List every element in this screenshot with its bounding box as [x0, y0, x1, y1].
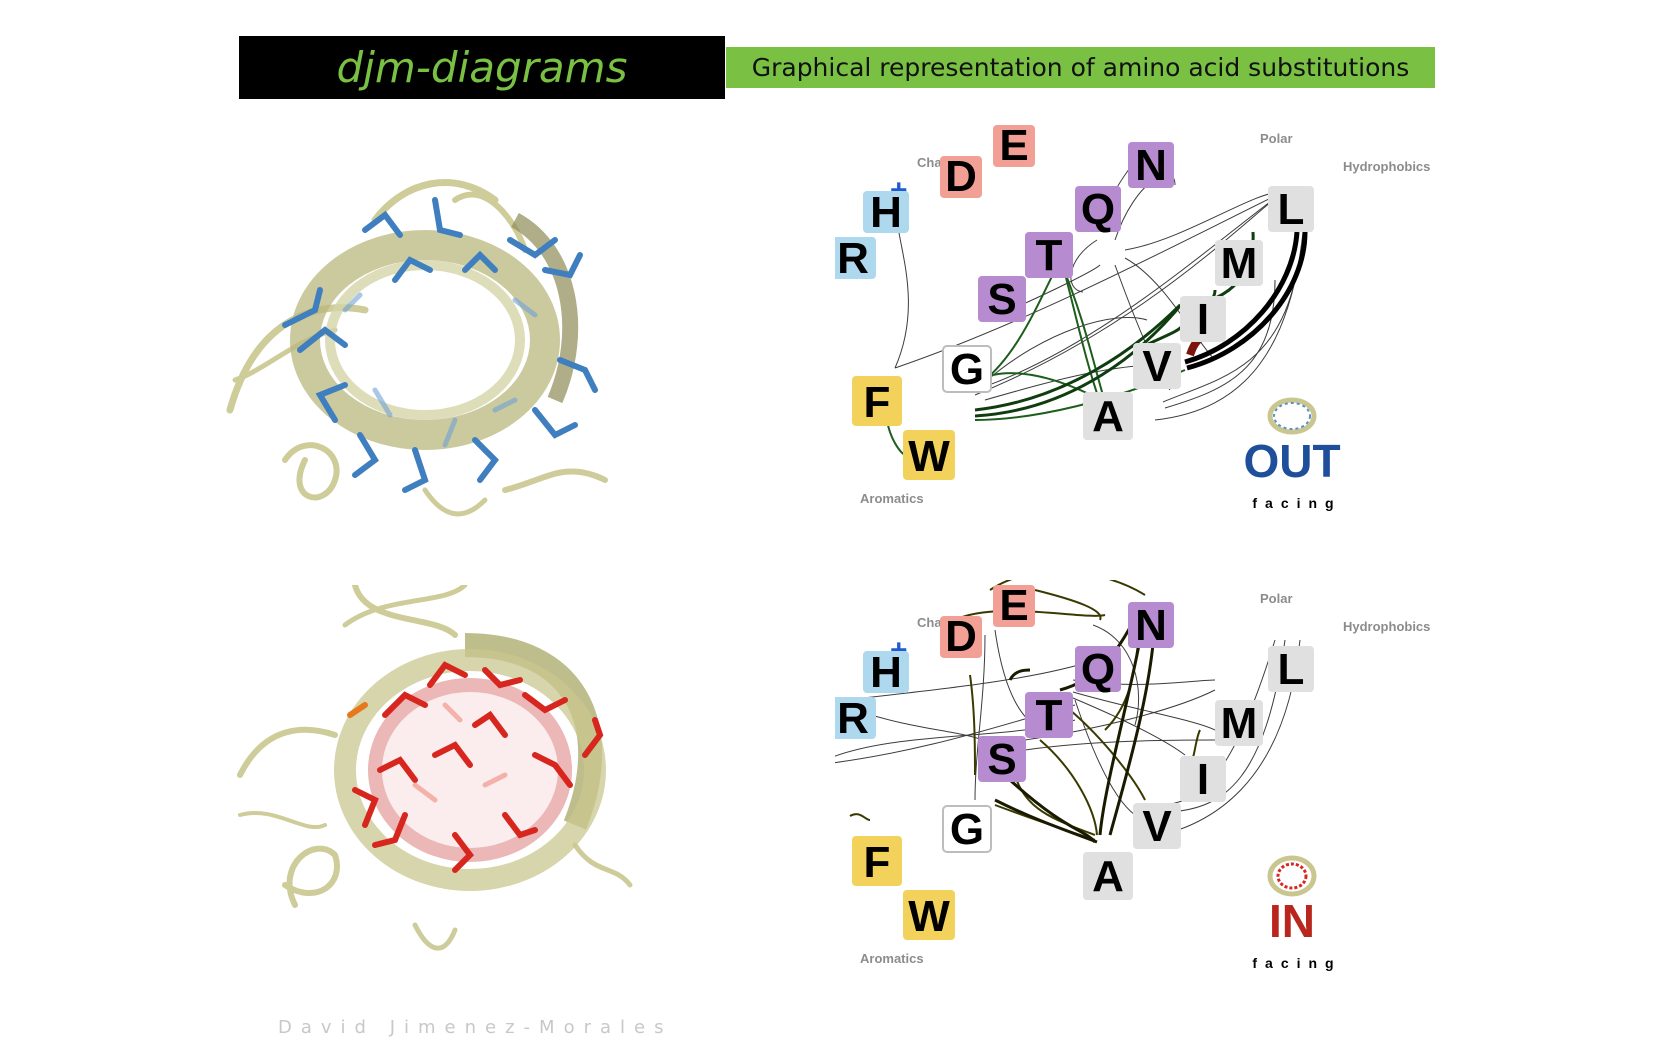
node-N: N — [1128, 601, 1174, 650]
svg-text:F: F — [864, 838, 891, 887]
node-A: A — [1083, 852, 1133, 901]
node-I: I — [1180, 755, 1226, 804]
svg-text:R: R — [837, 234, 869, 283]
node-W: W — [903, 430, 955, 481]
node-M: M — [1215, 699, 1263, 748]
substitution-network-out: Charged Polar Hydrophobics Aromatics + − — [835, 121, 1430, 511]
node-L: L — [1268, 645, 1314, 694]
svg-text:M: M — [1221, 699, 1258, 748]
heavy-edges — [1184, 231, 1308, 371]
svg-text:R: R — [837, 694, 869, 743]
node-R: R — [835, 234, 876, 283]
substitution-network-in: Charged Polar Hydrophobics Aromatics + − — [835, 580, 1430, 971]
svg-text:T: T — [1036, 691, 1063, 740]
label-aromatics: Aromatics — [860, 491, 924, 506]
svg-text:A: A — [1092, 392, 1124, 441]
svg-text:N: N — [1135, 601, 1167, 650]
app-title: djm-diagrams — [239, 36, 725, 99]
svg-text:G: G — [950, 345, 984, 394]
node-G: G — [942, 345, 992, 394]
node-F: F — [852, 376, 902, 427]
svg-text:H: H — [870, 188, 902, 237]
svg-text:N: N — [1135, 141, 1167, 190]
svg-text:V: V — [1142, 342, 1172, 391]
svg-text:L: L — [1278, 645, 1305, 694]
svg-text:Q: Q — [1081, 645, 1115, 694]
protein-structure-out — [226, 179, 608, 517]
svg-text:F: F — [864, 378, 891, 427]
svg-text:D: D — [945, 152, 977, 201]
node-E: E — [993, 581, 1035, 630]
label-aromatics: Aromatics — [860, 951, 924, 966]
svg-text:E: E — [999, 581, 1028, 630]
node-G: G — [942, 805, 992, 854]
svg-text:Q: Q — [1081, 185, 1115, 234]
svg-text:W: W — [908, 892, 950, 941]
node-W: W — [903, 890, 955, 941]
node-H: H — [863, 188, 909, 237]
out-facing-text: facing — [1252, 495, 1341, 511]
label-hydrophobics: Hydrophobics — [1343, 619, 1430, 634]
node-E: E — [993, 121, 1035, 170]
svg-text:G: G — [950, 805, 984, 854]
protein-structure-in — [237, 585, 633, 951]
node-A: A — [1083, 392, 1133, 441]
node-H: H — [863, 648, 909, 697]
node-I: I — [1180, 295, 1226, 344]
svg-text:E: E — [999, 121, 1028, 170]
node-Q: Q — [1075, 185, 1121, 234]
label-hydrophobics: Hydrophobics — [1343, 159, 1430, 174]
label-polar: Polar — [1260, 591, 1293, 606]
svg-text:V: V — [1142, 802, 1172, 851]
svg-text:L: L — [1278, 185, 1305, 234]
node-V: V — [1133, 802, 1181, 851]
svg-text:D: D — [945, 612, 977, 661]
svg-text:H: H — [870, 648, 902, 697]
svg-text:I: I — [1197, 755, 1209, 804]
node-M: M — [1215, 239, 1263, 288]
out-label: OUT — [1243, 435, 1340, 487]
author-credit: David Jimenez-Morales — [278, 1017, 673, 1038]
in-facing-badge: IN facing — [1252, 855, 1341, 971]
node-D: D — [940, 152, 982, 201]
node-T: T — [1025, 231, 1073, 280]
node-N: N — [1128, 141, 1174, 190]
node-Q: Q — [1075, 645, 1121, 694]
medium-edges — [849, 580, 1201, 841]
svg-text:I: I — [1197, 295, 1209, 344]
page-subtitle: Graphical representation of amino acid s… — [726, 47, 1435, 88]
in-facing-text: facing — [1252, 955, 1341, 971]
node-R: R — [835, 694, 876, 743]
svg-text:M: M — [1221, 239, 1258, 288]
node-T: T — [1025, 691, 1073, 740]
node-F: F — [852, 836, 902, 887]
svg-text:S: S — [987, 735, 1016, 784]
node-V: V — [1133, 342, 1181, 391]
in-label: IN — [1269, 895, 1315, 947]
node-S: S — [978, 275, 1026, 324]
node-D: D — [940, 612, 982, 661]
svg-text:A: A — [1092, 852, 1124, 901]
svg-text:T: T — [1036, 231, 1063, 280]
node-S: S — [978, 735, 1026, 784]
svg-text:W: W — [908, 432, 950, 481]
svg-text:S: S — [987, 275, 1016, 324]
label-polar: Polar — [1260, 131, 1293, 146]
node-L: L — [1268, 185, 1314, 234]
out-facing-badge: OUT facing — [1243, 397, 1341, 511]
